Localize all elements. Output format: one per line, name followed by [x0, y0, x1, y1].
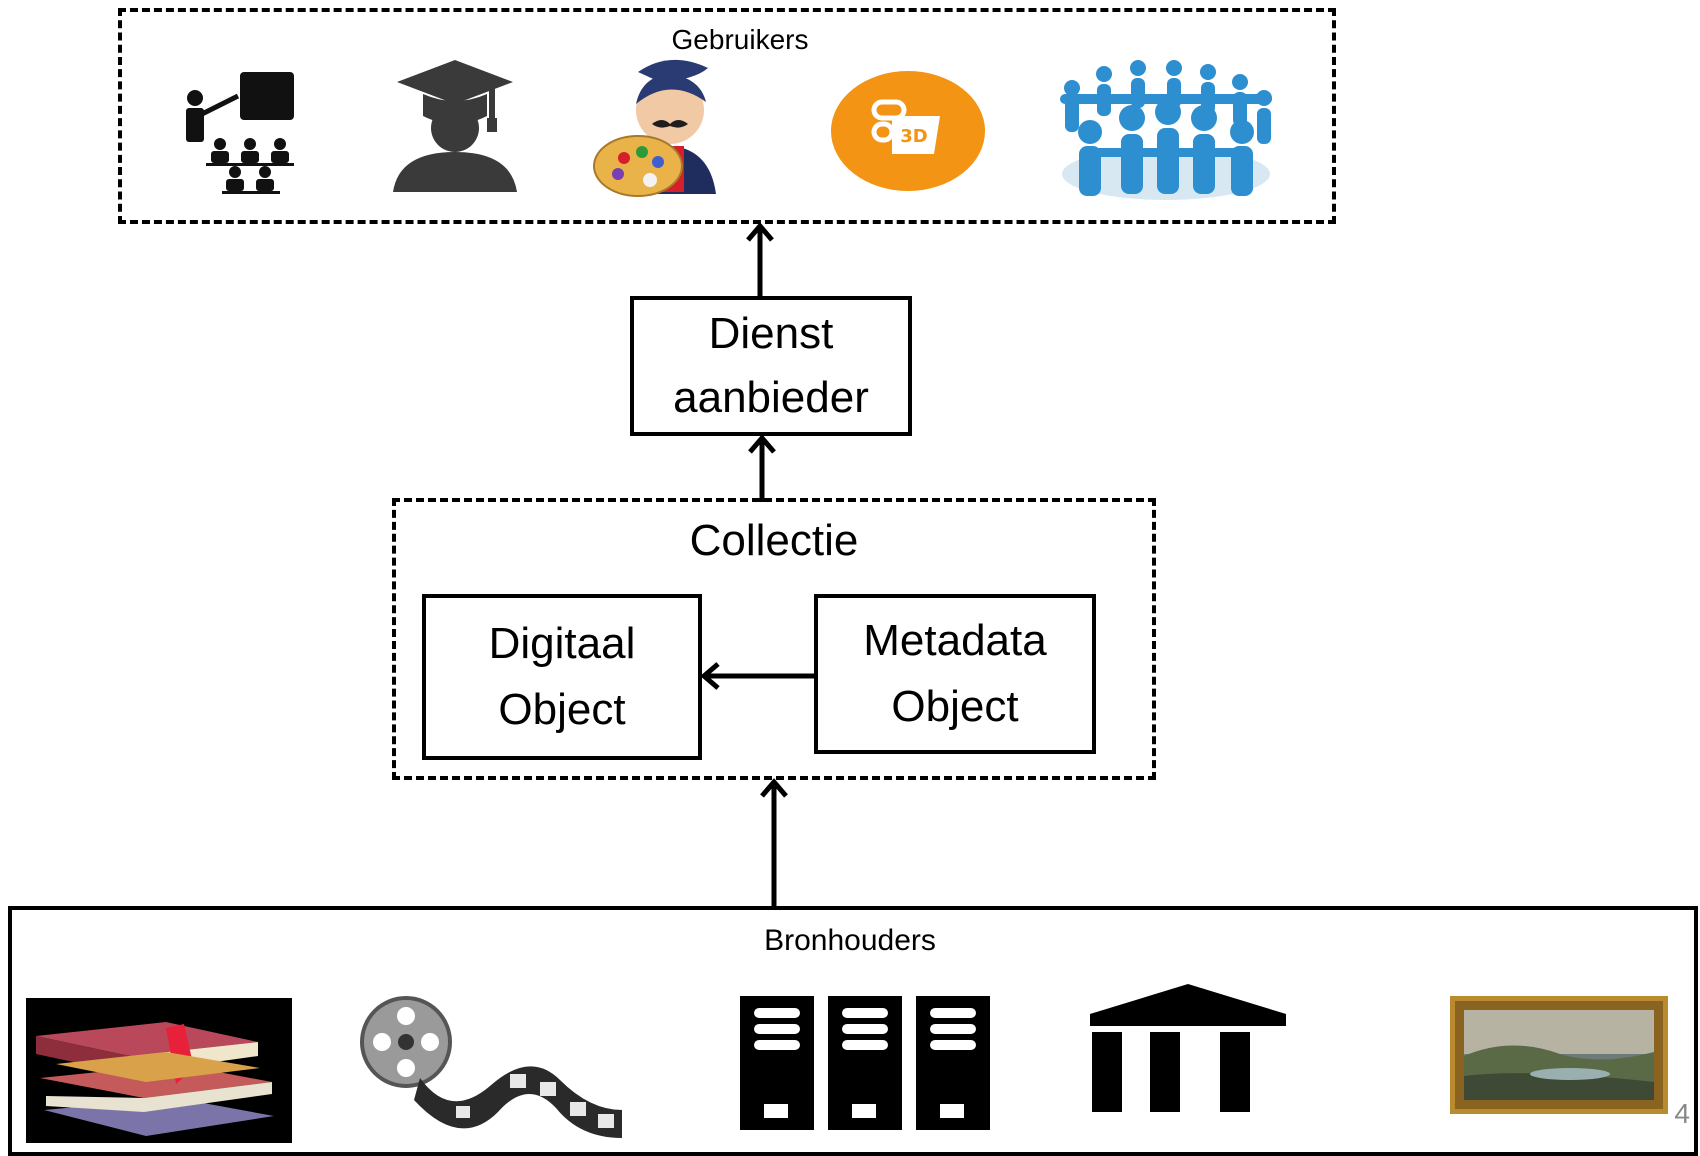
server-racks-icon: [738, 996, 992, 1130]
service-provider-box: Dienst aanbieder: [630, 296, 912, 436]
community-circle-icon: [1046, 58, 1286, 206]
arrow-collection-to-service: [748, 434, 776, 502]
3d-print-icon: 3D: [830, 70, 986, 192]
graduate-icon: [385, 56, 525, 196]
digital-object-box: Digitaal Object: [422, 594, 702, 760]
books-icon: [26, 998, 292, 1143]
sources-title: Bronhouders: [764, 924, 936, 957]
artist-icon: [590, 54, 760, 204]
film-reel-icon: [360, 990, 628, 1142]
collection-group-box: [392, 498, 1156, 780]
teacher-classroom-icon: [178, 68, 308, 198]
arrow-sources-to-collection: [760, 778, 788, 908]
framed-painting-icon: [1450, 996, 1668, 1114]
metadata-object-box: Metadata Object: [814, 594, 1096, 754]
museum-building-icon: [1090, 984, 1286, 1112]
collection-title: Collectie: [689, 516, 859, 565]
users-group-box: [118, 8, 1336, 224]
arrow-metadata-to-digital: [700, 662, 816, 690]
arrow-service-to-users: [746, 222, 774, 300]
svg-text:3D: 3D: [900, 126, 927, 147]
page-number: 4: [1674, 1098, 1690, 1129]
users-title: Gebruikers: [671, 24, 809, 55]
